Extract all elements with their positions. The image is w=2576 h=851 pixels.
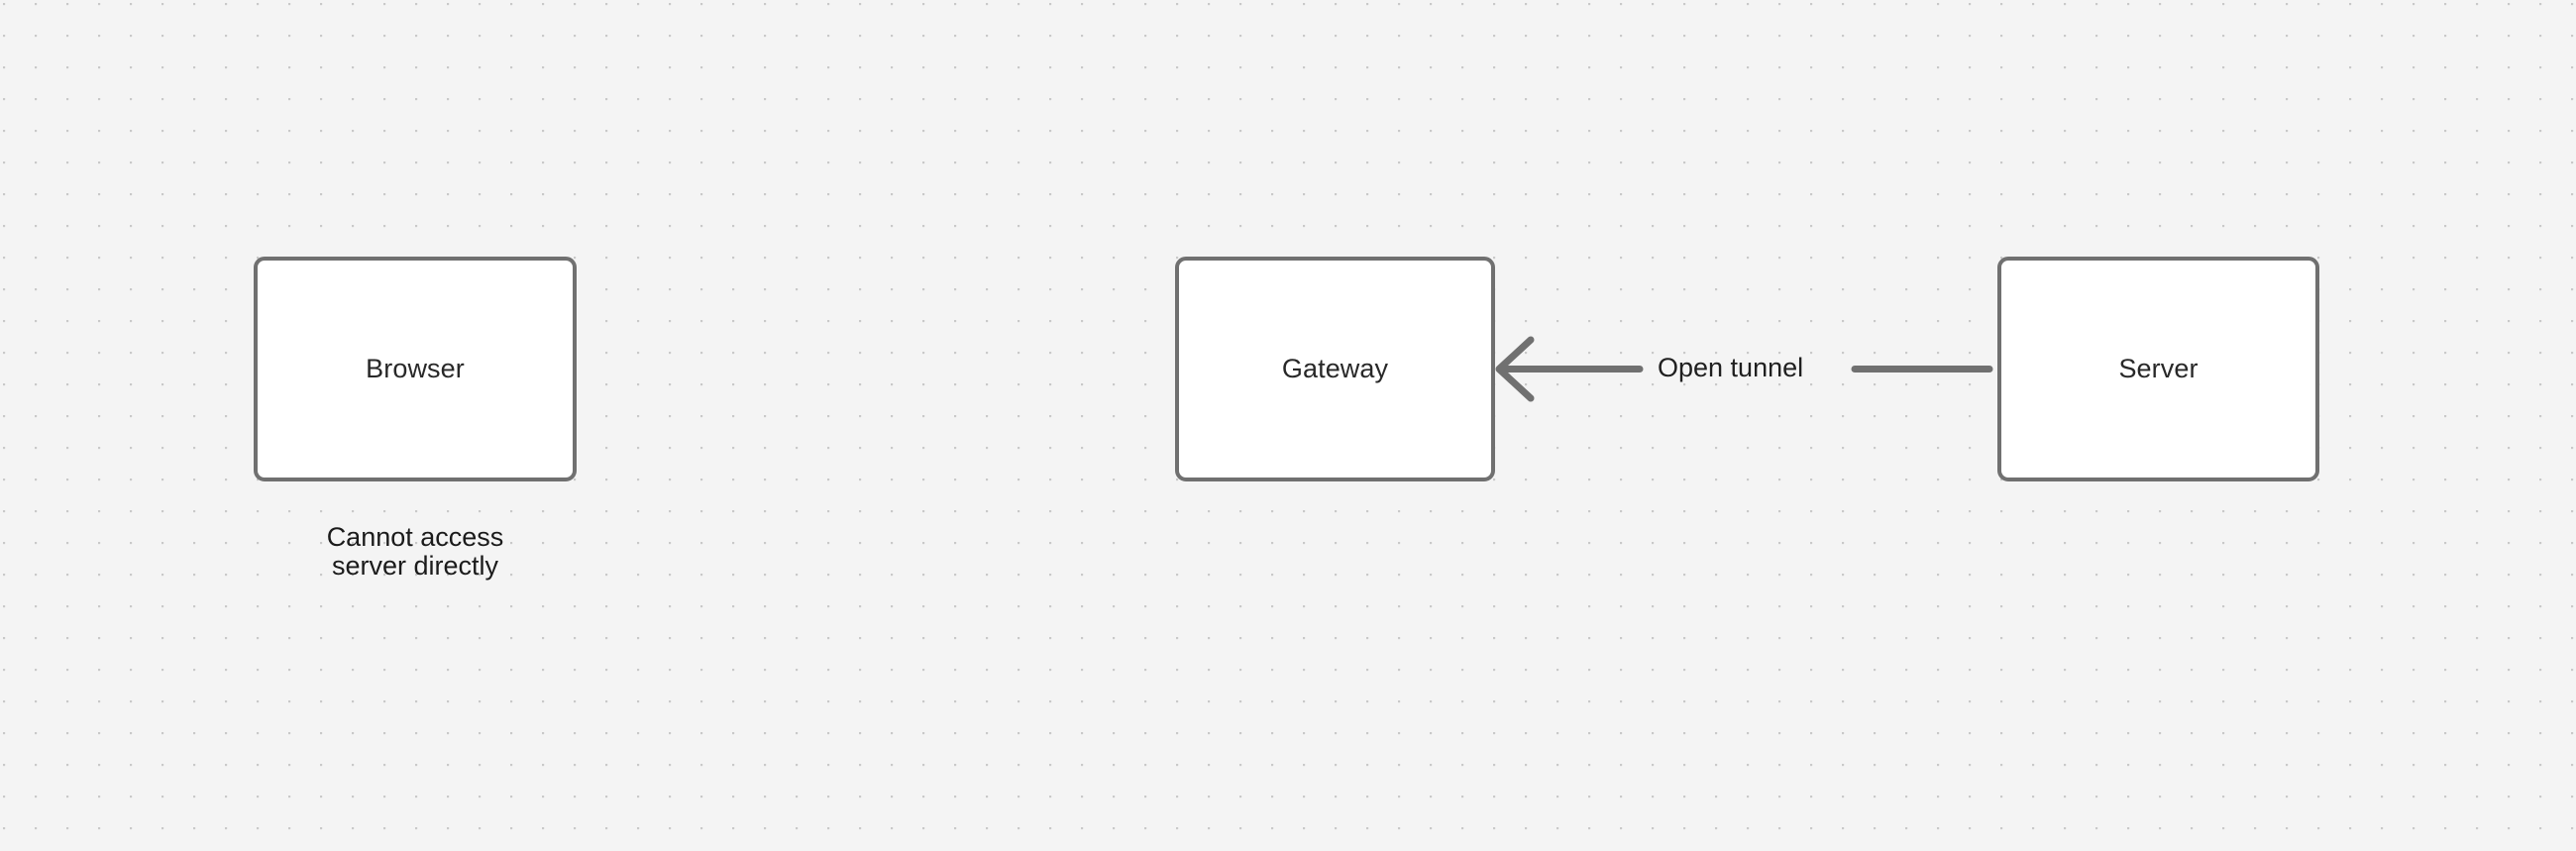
node-browser-label: Browser (366, 354, 465, 384)
node-browser-caption: Cannot access server directly (326, 522, 504, 582)
node-gateway-label: Gateway (1281, 354, 1389, 384)
arrowhead-icon (1495, 336, 1535, 402)
node-browser[interactable]: Browser (254, 257, 577, 481)
node-gateway[interactable]: Gateway (1175, 257, 1495, 481)
node-server-label: Server (2118, 354, 2199, 384)
node-server[interactable]: Server (1997, 257, 2319, 481)
edge-label-open-tunnel[interactable]: Open tunnel (1658, 353, 1804, 382)
